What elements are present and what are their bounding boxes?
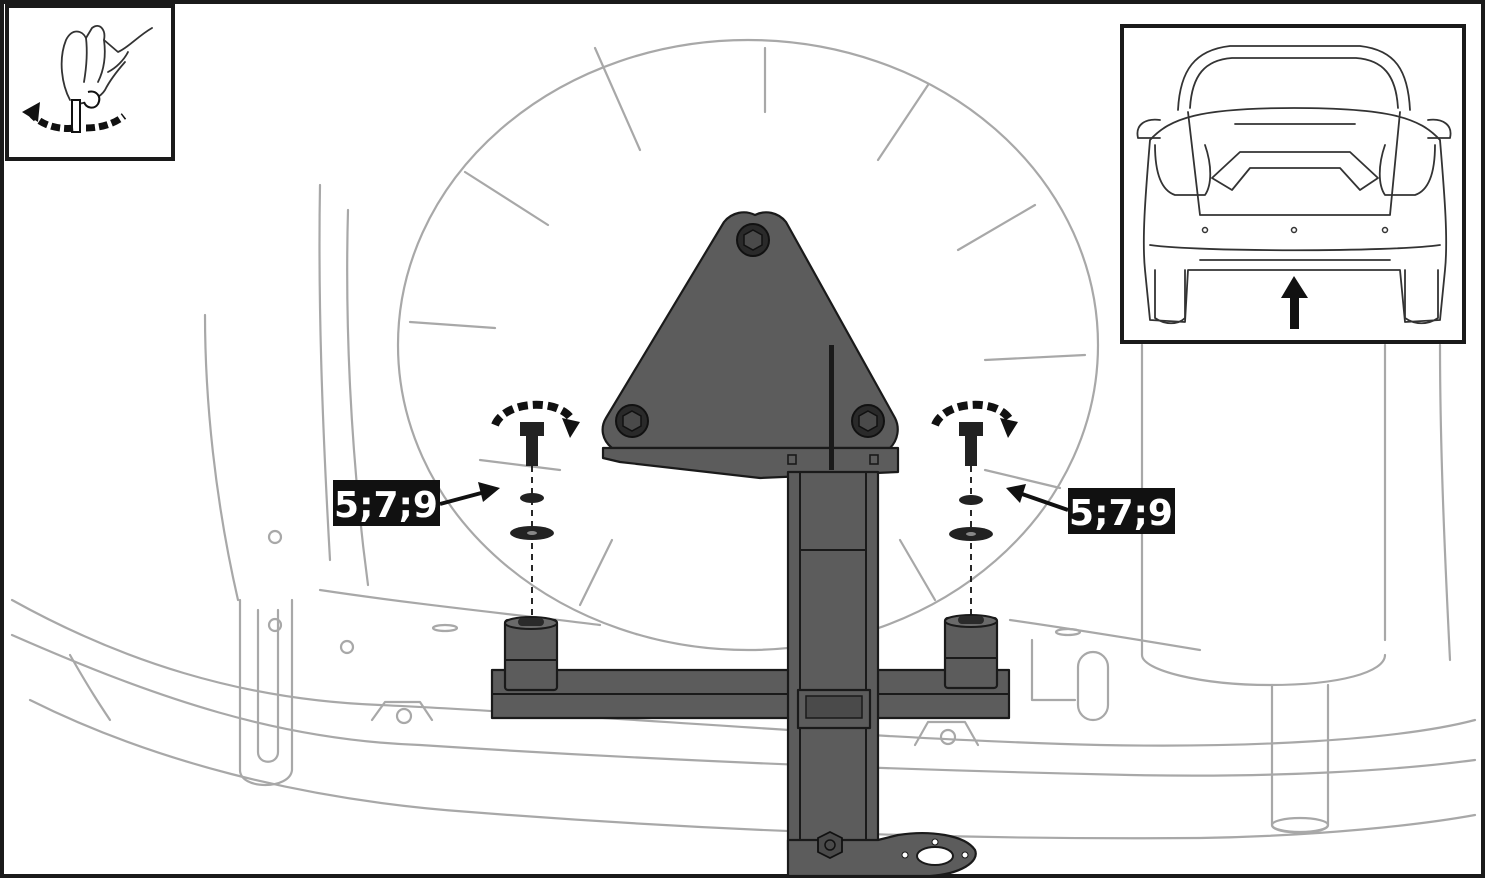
mount-block-left: [503, 616, 559, 692]
pointer-arrow-icon: [1006, 484, 1069, 512]
washer-icon: [510, 493, 554, 540]
hand-tighten-inset: [5, 4, 175, 161]
plate-base-flange: [601, 446, 900, 480]
spare-wheel-ghost: [396, 38, 1100, 652]
hitch-tube: [786, 470, 880, 852]
callout-right-text: 5;7;9: [1069, 493, 1173, 534]
tow-bar-assembly: [490, 211, 1011, 878]
rotation-arrow-icon: [491, 400, 580, 438]
car-rear-view-icon: [1136, 45, 1452, 325]
hitch-nut: [817, 830, 843, 860]
pointer-arrow-icon: [1281, 276, 1308, 329]
pointer-arrow-icon: [439, 482, 500, 506]
underbody-ghost: [10, 183, 1477, 840]
plate-bolt-left: [615, 404, 649, 438]
bolt-icon: [959, 422, 983, 466]
plate-bolt-top: [736, 223, 770, 257]
bolt-icon: [520, 422, 544, 466]
car-rear-view-inset: [1120, 24, 1466, 344]
callout-left: 5;7;9: [333, 480, 500, 526]
bolt-stack-left: [491, 400, 580, 618]
washer-icon: [949, 495, 993, 541]
plate-bolt-right: [851, 404, 885, 438]
rotation-arrow-icon: [931, 400, 1018, 438]
hand-tighten-bolt-icon: [22, 25, 153, 133]
mount-block-right: [943, 614, 999, 690]
callout-right: 5;7;9: [1006, 484, 1175, 534]
callout-left-text: 5;7;9: [334, 485, 438, 526]
bolt-stack-right: [931, 400, 1018, 616]
